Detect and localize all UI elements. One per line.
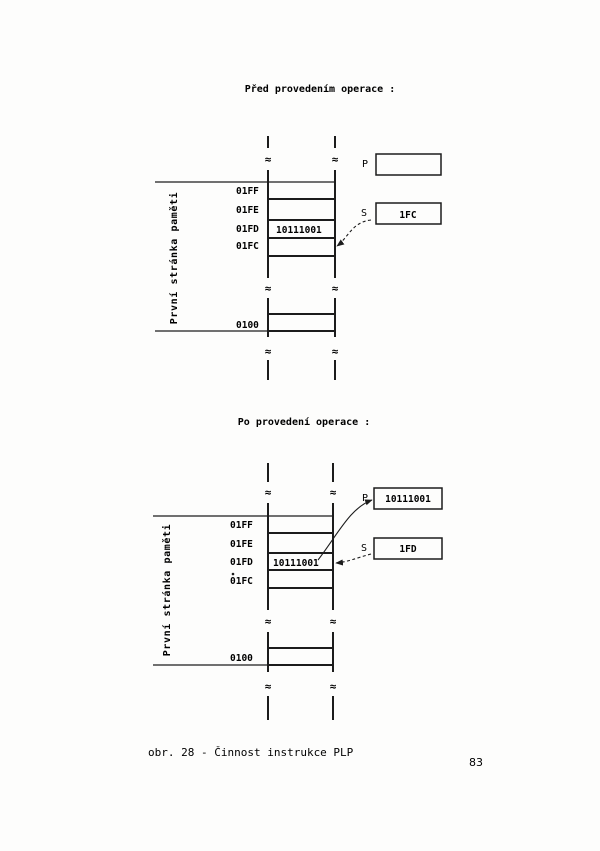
break-mark: ≈ [265,345,272,358]
register-s-box [375,202,442,225]
break-mark: ≈ [265,615,272,628]
transfer-arrow [317,499,373,561]
break-mark: ≈ [265,680,272,693]
stack-cell-value: 10111001 [276,225,322,236]
page-number: 83 [469,756,483,769]
address-label: 0100 [230,653,253,664]
break-mark: ≈ [332,345,339,358]
break-mark: ≈ [265,282,272,295]
memory-page-label: První stránka paměti [161,524,173,656]
register-p-box [373,487,443,510]
register-s-box [373,537,443,560]
stack-pointer-arrow [335,553,372,566]
stack-pointer-arrow [336,219,372,247]
address-label: 01FD [230,557,253,568]
register-s-value: 1FD [399,544,416,555]
before-heading: Před provedením operace : [245,83,396,95]
address-label: 01FE [236,205,259,216]
break-mark: ≈ [332,153,339,166]
after-heading: Po provedení operace : [238,416,370,428]
register-p-label: P [362,493,368,504]
register-p-box [375,153,442,176]
break-mark: ≈ [330,680,337,693]
break-mark: ≈ [330,486,337,499]
figure-caption: obr. 28 - Činnost instrukce PLP [148,746,354,759]
break-mark: ≈ [332,282,339,295]
memory-page-label: První stránka paměti [168,192,180,324]
before-section: Před provedením operace : ≈ ≈ ≈ ≈ ≈ ≈ 01… [155,83,442,380]
address-label: 01FD [236,224,259,235]
register-s-value: 1FC [399,210,416,221]
address-label: 01FF [236,186,259,197]
address-label: 01FE [230,539,253,550]
address-label: 01FF [230,520,253,531]
register-s-label: S [361,208,367,219]
register-s-label: S [361,543,367,554]
stray-dot [231,572,235,576]
break-mark: ≈ [265,486,272,499]
break-mark: ≈ [330,615,337,628]
address-label: 0100 [236,320,259,331]
address-label: 01FC [230,576,253,587]
stack-cell-value: 10111001 [273,558,319,569]
after-section: Po provedení operace : ≈ ≈ ≈ ≈ ≈ ≈ 01FF … [153,416,443,720]
register-p-label: P [362,159,368,170]
break-mark: ≈ [265,153,272,166]
register-p-value: 10111001 [385,494,431,505]
address-label: 01FC [236,241,259,252]
